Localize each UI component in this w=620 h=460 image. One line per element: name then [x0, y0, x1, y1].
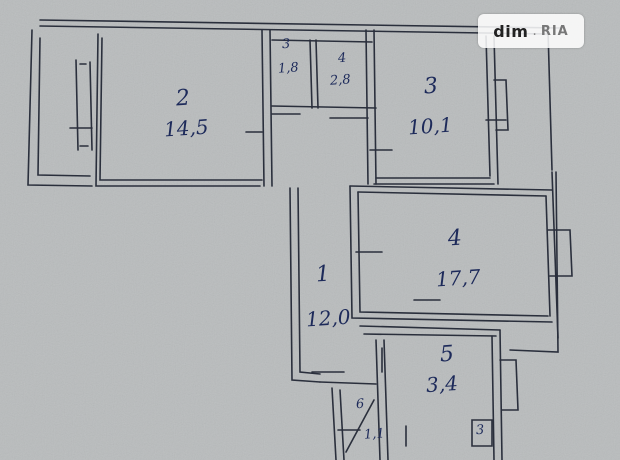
outer-wall-top-inner [39, 25, 549, 35]
room-5-area: 3,4 [425, 370, 459, 398]
room-4-outline [349, 185, 553, 323]
room-4-number: 4 [447, 225, 463, 252]
room-6-area: 1,1 [363, 426, 386, 443]
watermark-separator: . [532, 23, 537, 39]
outer-right-upper [547, 29, 553, 171]
room-4-area: 17,7 [435, 264, 482, 292]
room-4-top [349, 185, 553, 197]
room-2-number: 2 [175, 85, 191, 112]
room-5-left-wall [375, 339, 389, 460]
room-4-wc-area: 2,8 [329, 72, 352, 89]
room-2-inner [99, 37, 263, 181]
room-6-diagonal [345, 399, 375, 453]
room-6-left-wall [331, 387, 345, 460]
room-5-number: 5 [439, 341, 455, 368]
room-3-number: 3 [423, 73, 439, 100]
watermark-text-b: RIA [540, 23, 569, 39]
room-5-box-label: 3 [475, 422, 485, 439]
wall-lines [27, 19, 573, 460]
room-5-top [359, 325, 501, 337]
room-3-left-wall [365, 29, 377, 185]
right-window-lower [547, 229, 573, 277]
room-3-bath-number: 3 [281, 36, 291, 53]
watermark-logo: dim . RIA [478, 14, 584, 48]
room-5-right-wall [491, 329, 503, 460]
corridor-left-wall [289, 187, 321, 383]
room-2-area: 14,5 [163, 114, 210, 142]
right-window-upper [493, 79, 509, 131]
room-3-area: 10,1 [407, 112, 454, 140]
room-2-right-wall [261, 29, 273, 187]
outer-right-lower [509, 171, 559, 353]
room-2-left-bottom [95, 33, 261, 187]
balcony-inner [37, 37, 91, 177]
left-window-ticks [79, 63, 89, 147]
room-4-wc-number: 4 [337, 50, 347, 67]
outer-wall-top [39, 19, 561, 29]
balcony-outline [27, 29, 93, 187]
room-1-area: 12,0 [305, 304, 352, 332]
bath-divider [309, 39, 319, 109]
room-5-window [499, 359, 519, 411]
room-6-top [319, 381, 377, 385]
room-3-bath-area: 1,8 [277, 60, 300, 77]
bath-top [271, 39, 373, 43]
left-window [75, 59, 93, 151]
door-marks [69, 117, 507, 447]
watermark-text-a: dim [493, 21, 529, 41]
room-3-right-wall [485, 35, 499, 185]
room-6-number: 6 [355, 396, 365, 413]
bath-bottom [271, 105, 377, 115]
room-1-number: 1 [315, 261, 331, 288]
room-5-box [471, 419, 493, 447]
room-3-bottom [373, 177, 495, 185]
